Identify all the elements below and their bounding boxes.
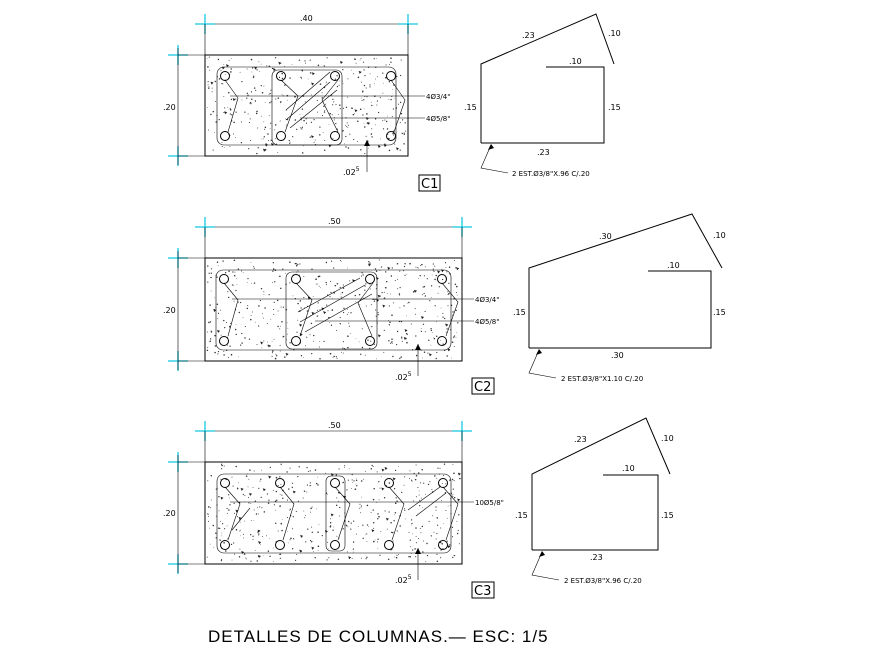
c1-concrete-hatch: [206, 56, 407, 155]
c3-width-dim: .50: [328, 421, 341, 430]
c1-stirrup-inner: .10: [569, 57, 582, 66]
c1-bars-top-label: 4Ø3/4": [426, 93, 450, 101]
c2-cover-label: .025: [395, 371, 412, 382]
c2-bars-top-label: 4Ø3/4": [475, 296, 499, 304]
c3-stirrup-inner: .10: [622, 464, 635, 473]
c1-tag-box: [418, 174, 441, 192]
c2-bars-bottom-label: 4Ø5/8": [475, 318, 499, 326]
c2-ties: [223, 277, 459, 337]
c2-stirrup-right: .15: [713, 308, 726, 317]
c2-concrete-hatch: [206, 259, 460, 360]
c3-concrete-hatch: [206, 463, 461, 563]
c3-stirrup-left: .15: [515, 511, 528, 520]
c3-height-dim: .20: [163, 509, 176, 518]
c2-tag: C2: [474, 380, 491, 395]
c2-stirrup-shape: .30 .10 .10 .15 .15 .30 2 EST.Ø3/8"X1.10…: [513, 213, 726, 383]
c3-tag: C3: [474, 584, 491, 599]
c2-cover-arrowhead: [415, 344, 421, 350]
c3-stirrup-note: 2 EST.Ø3/8"X.96 C/.20: [564, 577, 642, 585]
c3-stirrup-hook: .10: [661, 434, 674, 443]
c2-stirrup-top: .30: [599, 232, 612, 241]
column-c3-section: 10Ø5/8" .50 .20 .025 C3 .23 .10 .10 .15 …: [163, 417, 674, 599]
c2-stirrup-hook: .10: [713, 231, 726, 240]
column-c1-section: 4Ø3/4" 4Ø5/8" .40 .20 .025 C1 .23 .10: [163, 13, 621, 192]
c2-stirrup-left: .15: [513, 308, 526, 317]
c1-inner-stirrup: [271, 69, 343, 146]
c1-height-dim: .20: [163, 103, 176, 112]
c1-stirrup-note: 2 EST.Ø3/8"X.96 C/.20: [512, 170, 590, 178]
c1-stirrup-shape: .23 .10 .10 .15 .15 .23 2 EST.Ø3/8"X.96 …: [464, 13, 621, 178]
c1-bars-bottom-label: 4Ø5/8": [426, 115, 450, 123]
c2-stirrup-inner: .10: [667, 261, 680, 270]
c3-stirrup-top: .23: [574, 435, 587, 444]
c3-concrete-outline: [204, 461, 463, 565]
c3-ties: [224, 486, 459, 541]
c1-stirrup-hook: .10: [608, 29, 621, 38]
c3-bars-label: 10Ø5/8": [475, 499, 504, 507]
c1-tag: C1: [421, 177, 438, 192]
c3-tag-box: [471, 581, 495, 599]
c2-stirrup-note: 2 EST.Ø3/8"X1.10 C/.20: [561, 375, 643, 383]
c2-inner-stirrup: [285, 271, 378, 350]
drawing-title: DETALLES DE COLUMNAS.— ESC: 1/5: [208, 627, 549, 646]
c2-height-dim: .20: [163, 306, 176, 315]
c3-cover-label: .025: [395, 574, 412, 585]
c2-stirrup-bottom: .30: [611, 351, 624, 360]
c1-stirrup-left: .15: [464, 103, 477, 112]
c1-concrete-outline: [204, 54, 409, 157]
c2-outer-stirrup: [215, 269, 452, 351]
c1-ties: [224, 71, 406, 133]
column-c2-section: 4Ø3/4" 4Ø5/8" .50 .20 .025 C2 .30 .10 .1…: [163, 213, 726, 395]
c3-stirrup-right: .15: [661, 511, 674, 520]
c3-outer-stirrup: [216, 473, 452, 554]
c1-cover-arrowhead: [364, 140, 370, 146]
c3-inner-stirrup: [325, 475, 346, 552]
c1-width-dim: .40: [300, 14, 313, 23]
c1-stirrup-bottom: .23: [537, 148, 550, 157]
c3-stirrup-bottom: .23: [590, 553, 603, 562]
c1-stirrup-top: .23: [522, 31, 535, 40]
c3-rebar: [220, 478, 448, 550]
c3-stirrup-shape: .23 .10 .10 .15 .15 .23 2 EST.Ø3/8"X.96 …: [515, 417, 674, 585]
c2-rebar: [219, 274, 447, 346]
c1-stirrup-right: .15: [608, 103, 621, 112]
c2-concrete-outline: [204, 257, 463, 362]
c2-tag-box: [471, 377, 495, 395]
c3-cover-arrowhead: [415, 548, 421, 554]
c2-width-dim: .50: [328, 217, 341, 226]
c1-cover-label: .025: [343, 166, 360, 177]
